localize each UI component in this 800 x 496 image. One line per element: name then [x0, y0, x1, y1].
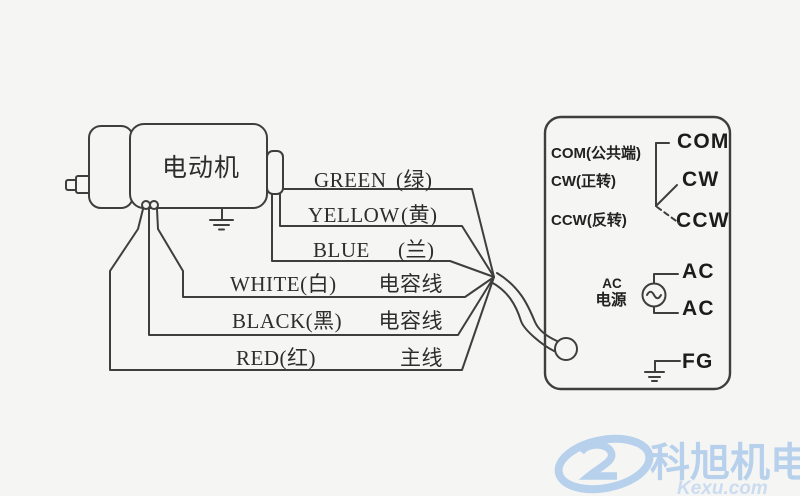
- motor-end-cap: [88, 125, 134, 209]
- cable: [490, 272, 578, 361]
- fg-terminal-group: FG: [644, 350, 714, 382]
- wire-red-line: [109, 208, 495, 371]
- wire-blue-label: BLUE: [313, 238, 370, 262]
- wire-yellow-cn: (黄): [401, 203, 438, 227]
- ccw-terminal: CCW: [676, 209, 730, 232]
- wire-yellow-line: [279, 193, 495, 278]
- cw-terminal: CW: [682, 168, 719, 191]
- watermark-logo-ring: [554, 434, 654, 494]
- ac-terminal-top: AC: [682, 260, 715, 283]
- motor-label: 电动机: [162, 154, 240, 182]
- motor: 电动机: [65, 123, 284, 231]
- wire-row-blue: BLUE (兰): [271, 194, 495, 278]
- com-terminal: COM: [677, 130, 730, 153]
- controller-outline: [543, 115, 732, 391]
- watermark-domain: Kexu.com: [677, 478, 768, 496]
- switch-arm-cw: [655, 184, 678, 207]
- ac-source-line1: AC: [602, 276, 622, 291]
- wire-black-line: [148, 208, 495, 336]
- wire-row-yellow: YELLOW (黄): [279, 193, 495, 278]
- ac-terminal-bottom: AC: [682, 297, 715, 320]
- com-input-label: COM(公共端): [551, 144, 641, 162]
- wire-red-note: 主线: [400, 346, 443, 370]
- wire-green-line: [282, 188, 495, 278]
- wire-row-black: BLACK(黑) 电容线: [148, 208, 495, 336]
- wire-row-white: WHITE(白) 电容线: [156, 208, 495, 298]
- cw-input-label: CW(正转): [551, 172, 616, 190]
- controller-box: COM(公共端) CW(正转) CCW(反转) COM CW CCW AC 电源…: [543, 115, 732, 391]
- wire-blue-cn: (兰): [398, 238, 435, 262]
- switch-arm-ccw: [656, 206, 680, 224]
- wire-black-label: BLACK(黑): [232, 309, 342, 333]
- wire-row-green: GREEN (绿): [282, 168, 495, 278]
- wire-blue-line: [271, 194, 495, 278]
- motor-terminal-tab: [266, 150, 284, 195]
- wire-green-cn: (绿): [396, 168, 433, 192]
- motor-wire-grommet: [141, 200, 151, 210]
- ac-top-lead: [653, 273, 679, 285]
- ac-source-line2: 电源: [595, 290, 627, 309]
- wire-white-line: [156, 208, 495, 298]
- wire-green-label: GREEN: [314, 168, 387, 192]
- motor-ground-symbol: [209, 207, 234, 231]
- wire-white-note: 电容线: [379, 272, 444, 296]
- wires: GREEN (绿) YELLOW (黄) BLUE (兰) WHITE(白) 电…: [109, 168, 495, 371]
- motor-wire-grommet: [149, 200, 159, 210]
- ac-bottom-lead: [653, 305, 679, 314]
- ac-source: AC 电源 AC AC: [595, 260, 715, 320]
- wire-red-label: RED(红): [236, 346, 316, 370]
- ccw-input-label: CCW(反转): [551, 211, 627, 229]
- wire-yellow-label: YELLOW: [308, 203, 400, 227]
- cable-edge-top: [496, 272, 558, 342]
- fg-terminal: FG: [682, 350, 714, 373]
- wire-black-note: 电容线: [379, 309, 444, 333]
- ac-sine-icon: [646, 290, 662, 300]
- switch-symbol: [655, 142, 680, 224]
- watermark: 科旭机电 Kexu.com: [554, 434, 800, 496]
- wire-white-label: WHITE(白): [230, 272, 337, 296]
- cable-connector: [554, 337, 578, 361]
- watermark-logo-swoosh: [577, 441, 617, 480]
- cable-edge-bottom: [490, 281, 555, 352]
- watermark-brand: 科旭机电: [650, 441, 800, 485]
- wire-row-red: RED(红) 主线: [109, 208, 495, 371]
